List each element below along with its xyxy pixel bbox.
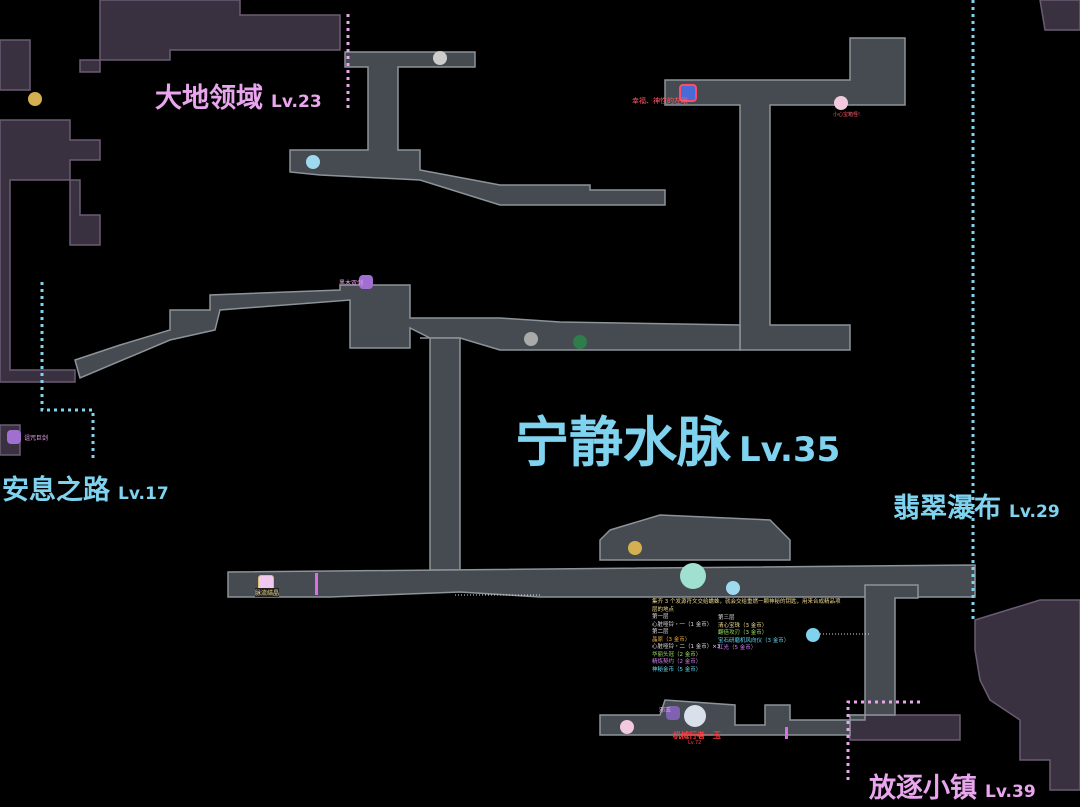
gold-coin-icon[interactable]	[28, 92, 42, 106]
shop-info-panel: 集齐 3 个发源符文交给蟾蛛，就会交给重燃一颗神秘的钥匙，用来合成精品项 层的地…	[652, 599, 841, 674]
dotted-path-rest	[40, 282, 95, 460]
tier2-item: 精炼契约（2 金币）	[652, 659, 702, 665]
boss-tag: 邪玉	[659, 707, 672, 714]
region-level: Lv.35	[739, 430, 841, 470]
upper-hall	[599, 514, 791, 561]
region-emerald-waterfall[interactable]: 翡翠瀑布 Lv.29	[893, 486, 1060, 525]
region-name: 放逐小镇	[869, 773, 977, 804]
rock-icon[interactable]	[524, 332, 538, 346]
corridor-top	[289, 51, 666, 206]
region-name: 安息之路	[2, 475, 110, 506]
corridor-bottom	[227, 564, 976, 598]
corridor-middle	[74, 284, 741, 380]
tier3-item: 清心宝珠（3 金币）	[718, 622, 768, 629]
tree-icon[interactable]	[573, 335, 587, 349]
tier1-title: 第一层	[652, 614, 669, 620]
region-name: 大地领域	[155, 83, 263, 114]
region-level: Lv.39	[985, 782, 1036, 802]
corridor-bottom-right	[599, 584, 919, 736]
tier2-item: 晶原（3 金币）	[652, 636, 691, 643]
scroll-icon[interactable]	[433, 51, 447, 65]
jade-icon[interactable]	[666, 706, 680, 720]
gem-icon[interactable]	[620, 720, 634, 734]
tier2-item: 神秘金币（5 金币）	[652, 666, 702, 673]
corridor-top-right	[664, 37, 906, 351]
gem-icon[interactable]	[834, 96, 848, 110]
blackwood-label: 黑木双剑	[339, 280, 364, 287]
info-intro: 集齐 3 个发源符文交给蟾蛛，就会交给重燃一颗神秘的钥匙，用来合成精品项	[652, 599, 841, 605]
earth-domain-area	[79, 0, 341, 73]
blackwood-swords-icon[interactable]	[359, 275, 373, 289]
rest-road-area	[0, 39, 101, 456]
region-level: Lv.17	[118, 484, 169, 504]
tier3-item: 宝石研磨机风向仪（3 金币）	[718, 637, 790, 644]
crystal-icon[interactable]	[726, 581, 740, 595]
region-level: Lv.23	[271, 92, 322, 112]
tier2-title: 第二层	[652, 629, 669, 635]
region-level: Lv.29	[1009, 502, 1060, 522]
fairy-icon[interactable]	[680, 563, 706, 589]
tier2-item: 华丽头冠（2 金币）	[652, 651, 702, 658]
emerald-area	[1039, 0, 1080, 31]
boss-name: 机械行者・玉	[673, 731, 721, 740]
blessing-label: 幸福、神性的左眼	[632, 97, 688, 105]
tier3-title: 第三层	[718, 615, 735, 621]
boss-level: Lv.72	[688, 740, 702, 746]
vein-crystal-label: 脉流结晶	[255, 588, 280, 597]
cursed-sword-label: 诅咒巨剑	[24, 435, 49, 442]
tier1-item: 心脏哑铃・一（1 金币）	[652, 621, 713, 628]
corridor-shaft	[420, 337, 461, 571]
butterfly-icon[interactable]	[806, 628, 820, 642]
region-earth-domain[interactable]: 大地领域 Lv.23	[155, 76, 322, 115]
region-name: 翡翠瀑布	[893, 493, 1001, 524]
tier3-item: 红光（5 金币）	[718, 645, 757, 651]
tier2-item: 心脏哑铃・二（1 金币）×3	[652, 644, 721, 650]
crystal-icon[interactable]	[306, 155, 320, 169]
region-name: 宁静水脉	[515, 411, 731, 474]
region-exile-town[interactable]: 放逐小镇 Lv.39	[869, 766, 1036, 805]
tier3-item: 翻倍攻刃（3 金币）	[718, 630, 768, 636]
cursed-sword-icon[interactable]	[7, 430, 21, 444]
blessing-eye-icon[interactable]	[679, 84, 697, 102]
region-rest-road[interactable]: 安息之路 Lv.17	[2, 468, 169, 507]
info-header: 层的地点	[652, 606, 675, 613]
dotted-path-exile	[846, 700, 920, 780]
careful-label: 小心宝箱怪!	[833, 112, 861, 118]
gold-coin-icon[interactable]	[628, 541, 642, 555]
boss-skull-icon[interactable]	[684, 705, 706, 727]
